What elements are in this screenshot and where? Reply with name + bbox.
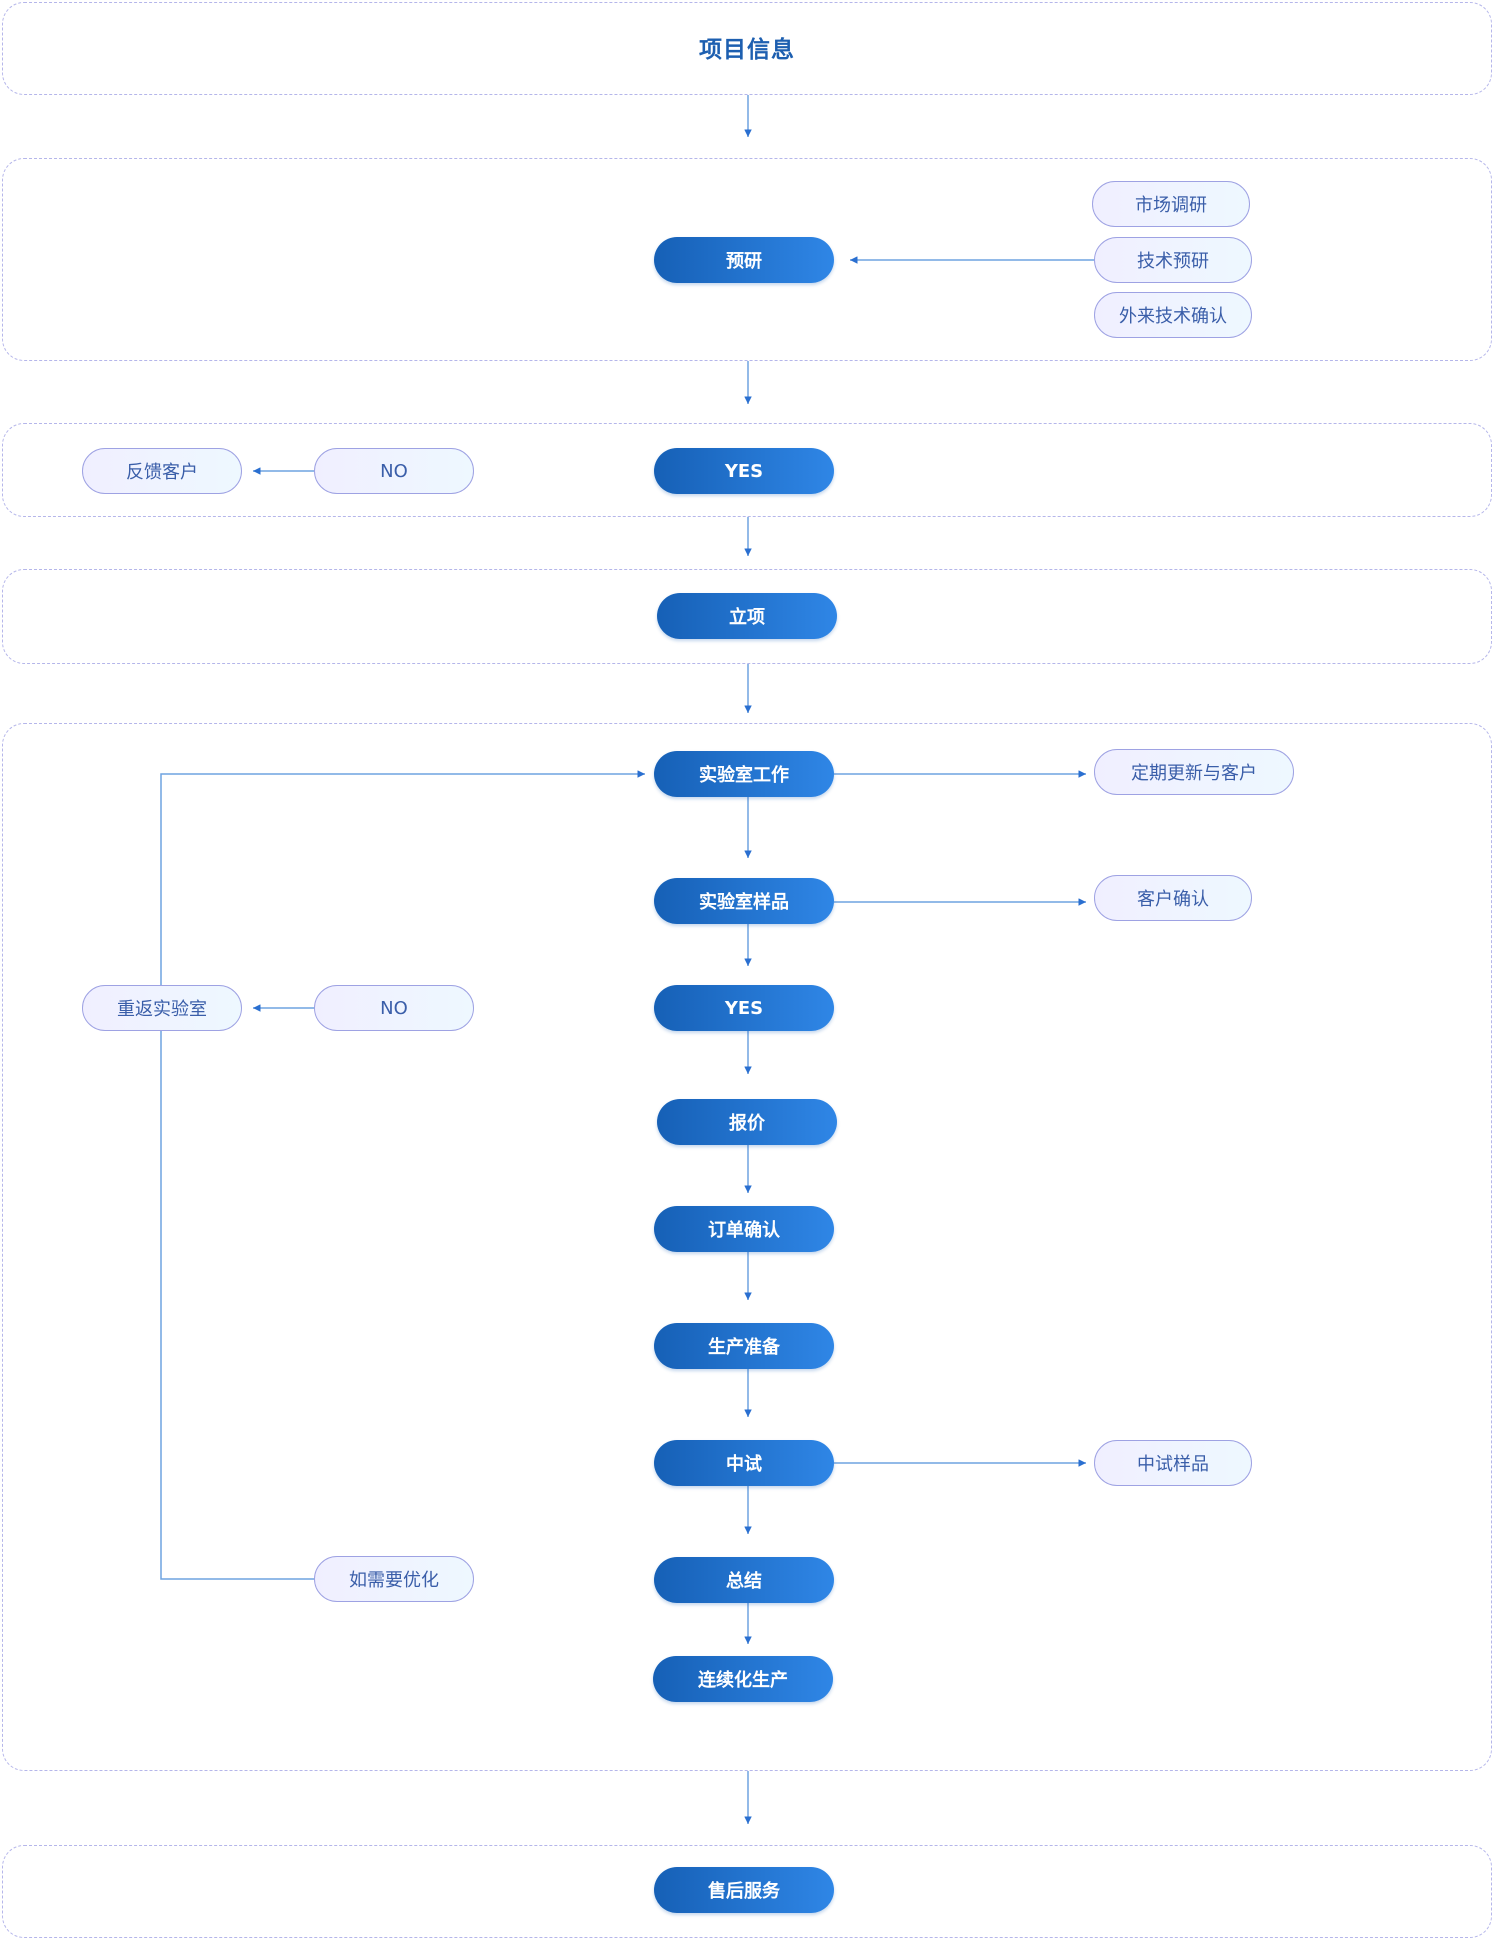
node-dev-no: NO <box>314 985 474 1031</box>
node-dev-yes: YES <box>654 985 834 1031</box>
node-summary: 总结 <box>654 1557 834 1603</box>
node-continuous-production: 连续化生产 <box>653 1656 833 1702</box>
node-lab-sample: 实验室样品 <box>654 878 834 924</box>
node-quote: 报价 <box>657 1099 837 1145</box>
node-lab-work: 实验室工作 <box>654 751 834 797</box>
node-production-prep: 生产准备 <box>654 1323 834 1369</box>
node-decision-yes: YES <box>654 448 834 494</box>
node-after-sales: 售后服务 <box>654 1867 834 1913</box>
node-optimize-if-needed: 如需要优化 <box>314 1556 474 1602</box>
project-info-title: 项目信息 <box>699 37 795 63</box>
node-regular-update: 定期更新与客户 <box>1094 749 1294 795</box>
section-project-info: 项目信息 <box>2 2 1492 95</box>
node-feedback-customer: 反馈客户 <box>82 448 242 494</box>
node-pre-research: 预研 <box>654 237 834 283</box>
node-return-lab: 重返实验室 <box>82 985 242 1031</box>
node-decision-no: NO <box>314 448 474 494</box>
node-tech-preresearch: 技术预研 <box>1094 237 1252 283</box>
node-pilot: 中试 <box>654 1440 834 1486</box>
node-order-confirm: 订单确认 <box>654 1206 834 1252</box>
node-pilot-sample: 中试样品 <box>1094 1440 1252 1486</box>
arrow-optimize-loop-to-labwork <box>160 770 645 1580</box>
node-approval: 立项 <box>657 593 837 639</box>
node-external-tech-confirm: 外来技术确认 <box>1094 292 1252 338</box>
node-market-research: 市场调研 <box>1092 181 1250 227</box>
node-customer-confirm: 客户确认 <box>1094 875 1252 921</box>
